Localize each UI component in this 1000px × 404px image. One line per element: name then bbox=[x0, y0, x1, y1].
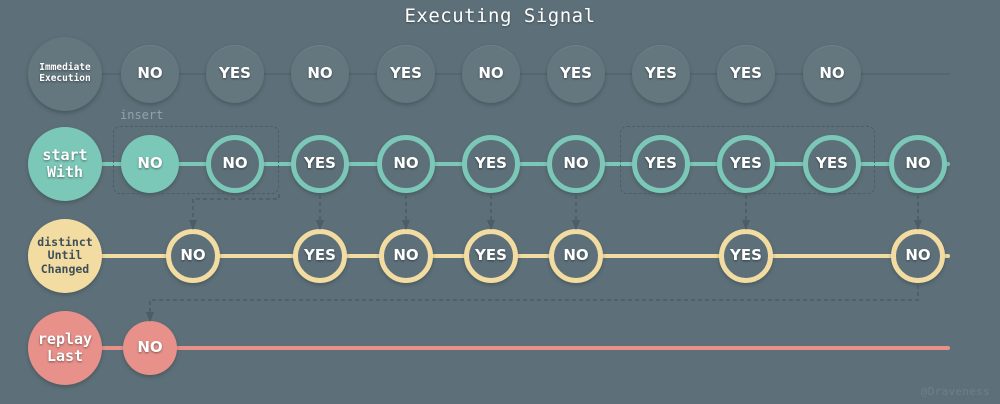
event-node-label: NO bbox=[905, 154, 931, 173]
event-node-immediate-execution-4[interactable]: NO bbox=[462, 45, 520, 103]
event-node-distinct-until-changed-1[interactable]: YES bbox=[293, 229, 347, 283]
event-node-start-with-3[interactable]: NO bbox=[377, 135, 435, 193]
timeline-replay-last bbox=[65, 346, 950, 350]
event-node-label: NO bbox=[478, 64, 504, 83]
event-node-immediate-execution-6[interactable]: YES bbox=[632, 45, 690, 103]
flow-arrow-0 bbox=[188, 194, 280, 231]
event-node-distinct-until-changed-0[interactable]: NO bbox=[166, 229, 220, 283]
page-title: Executing Signal bbox=[404, 5, 596, 27]
event-node-immediate-execution-5[interactable]: YES bbox=[547, 45, 605, 103]
event-node-immediate-execution-2[interactable]: NO bbox=[291, 45, 349, 103]
event-node-label: NO bbox=[137, 64, 163, 83]
dedupe-group bbox=[620, 126, 875, 194]
event-node-distinct-until-changed-6[interactable]: NO bbox=[891, 229, 945, 283]
event-node-distinct-until-changed-5[interactable]: YES bbox=[719, 229, 773, 283]
event-node-label: YES bbox=[560, 64, 592, 83]
event-node-label: NO bbox=[137, 338, 163, 357]
event-node-label: NO bbox=[307, 64, 333, 83]
operator-label-text: replay Last bbox=[37, 329, 93, 365]
event-node-label: NO bbox=[393, 246, 419, 265]
event-node-label: YES bbox=[475, 154, 507, 173]
event-node-label: NO bbox=[180, 246, 206, 265]
flow-arrow-7 bbox=[145, 285, 919, 323]
group-label-insert-group: insert bbox=[120, 108, 164, 122]
event-node-immediate-execution-1[interactable]: YES bbox=[206, 45, 264, 103]
event-node-label: NO bbox=[819, 64, 845, 83]
event-node-start-with-2[interactable]: YES bbox=[291, 135, 349, 193]
operator-label-text: start With bbox=[42, 145, 88, 181]
operator-label-start-with[interactable]: start With bbox=[28, 127, 102, 201]
event-node-label: NO bbox=[393, 154, 419, 173]
event-node-immediate-execution-3[interactable]: YES bbox=[377, 45, 435, 103]
event-node-label: YES bbox=[390, 64, 422, 83]
event-node-distinct-until-changed-2[interactable]: NO bbox=[379, 229, 433, 283]
watermark: @Draveness bbox=[920, 385, 990, 398]
event-node-distinct-until-changed-3[interactable]: YES bbox=[464, 229, 518, 283]
event-node-label: YES bbox=[304, 154, 336, 173]
event-node-label: NO bbox=[563, 246, 589, 265]
event-node-start-with-1[interactable]: NO bbox=[206, 135, 264, 193]
event-node-label: YES bbox=[730, 64, 762, 83]
operator-label-immediate-execution[interactable]: Immediate Execution bbox=[28, 37, 102, 111]
event-node-label: YES bbox=[219, 64, 251, 83]
event-node-label: YES bbox=[645, 64, 677, 83]
event-node-immediate-execution-0[interactable]: NO bbox=[121, 45, 179, 103]
event-node-start-with-4[interactable]: YES bbox=[462, 135, 520, 193]
event-node-start-with-5[interactable]: NO bbox=[547, 135, 605, 193]
event-node-label: NO bbox=[563, 154, 589, 173]
operator-label-distinct-until-changed[interactable]: distinct Until Changed bbox=[28, 219, 102, 293]
operator-label-text: distinct Until Changed bbox=[37, 235, 93, 276]
operator-label-replay-last[interactable]: replay Last bbox=[28, 311, 102, 385]
event-node-label: YES bbox=[730, 246, 762, 265]
event-node-label: YES bbox=[475, 246, 507, 265]
event-node-immediate-execution-7[interactable]: YES bbox=[717, 45, 775, 103]
insert-group bbox=[113, 126, 279, 194]
event-node-label: YES bbox=[304, 246, 336, 265]
event-node-replay-last-0[interactable]: NO bbox=[123, 321, 177, 375]
event-node-label: NO bbox=[905, 246, 931, 265]
operator-label-text: Immediate Execution bbox=[39, 62, 91, 84]
event-node-start-with-9[interactable]: NO bbox=[889, 135, 947, 193]
event-node-distinct-until-changed-4[interactable]: NO bbox=[549, 229, 603, 283]
event-node-immediate-execution-8[interactable]: NO bbox=[803, 45, 861, 103]
